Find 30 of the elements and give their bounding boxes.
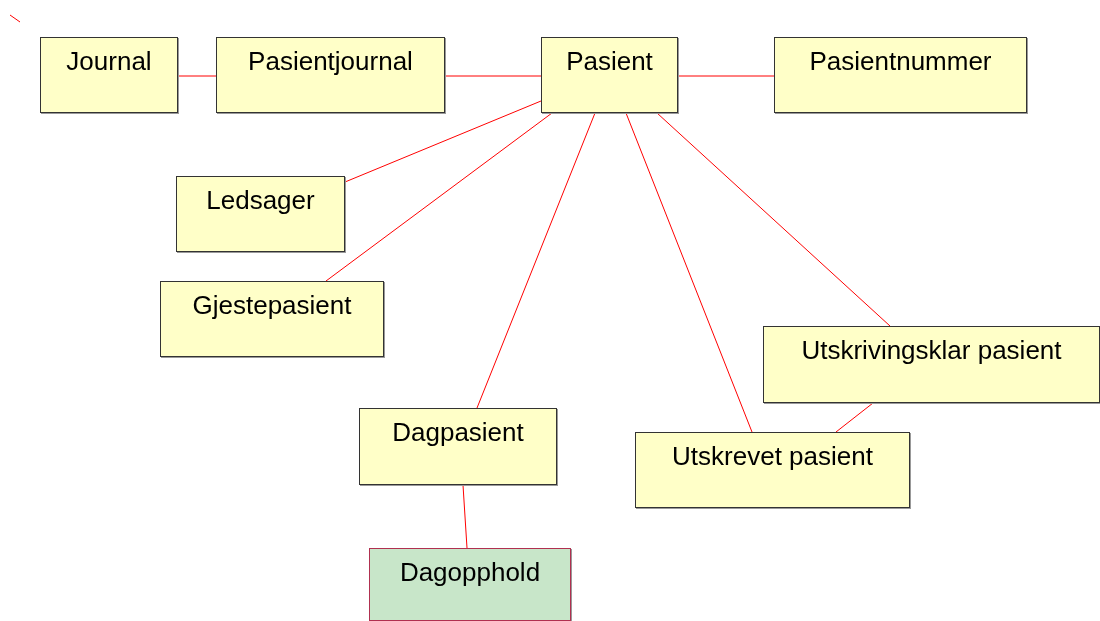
connector-line bbox=[462, 484, 468, 549]
entity-name: Utskrevet pasient bbox=[672, 441, 873, 472]
connector-line bbox=[177, 75, 217, 77]
entity-name: Gjestepasient bbox=[192, 290, 352, 321]
connector-line bbox=[835, 402, 874, 433]
entity-name: Utskrivingsklar pasient bbox=[801, 335, 1062, 366]
connector-line bbox=[325, 112, 553, 282]
connector-line bbox=[476, 112, 596, 409]
entity-name: Pasientjournal bbox=[248, 46, 413, 77]
entity-box bbox=[763, 326, 1100, 403]
entity-box bbox=[176, 176, 345, 252]
entity-box bbox=[541, 37, 678, 113]
entity-box bbox=[635, 432, 910, 508]
entity-box bbox=[40, 37, 178, 113]
connector-line bbox=[344, 100, 542, 183]
entity-box bbox=[359, 408, 557, 485]
entity-name: Pasientnummer bbox=[809, 46, 992, 77]
entity-name: Pasient bbox=[566, 46, 653, 77]
entity-box bbox=[160, 281, 384, 357]
entity-name: Dagpasient bbox=[392, 417, 524, 448]
entity-box bbox=[774, 37, 1027, 113]
connector-line bbox=[656, 112, 891, 327]
connector-line bbox=[677, 75, 775, 77]
entity-name: Ledsager bbox=[206, 185, 315, 216]
connector-line bbox=[625, 112, 753, 433]
entity-box bbox=[369, 548, 571, 621]
connector-line bbox=[444, 75, 542, 77]
entity-box bbox=[216, 37, 445, 113]
entity-name: Dagopphold bbox=[399, 557, 541, 588]
entity-name: Journal bbox=[66, 46, 152, 77]
